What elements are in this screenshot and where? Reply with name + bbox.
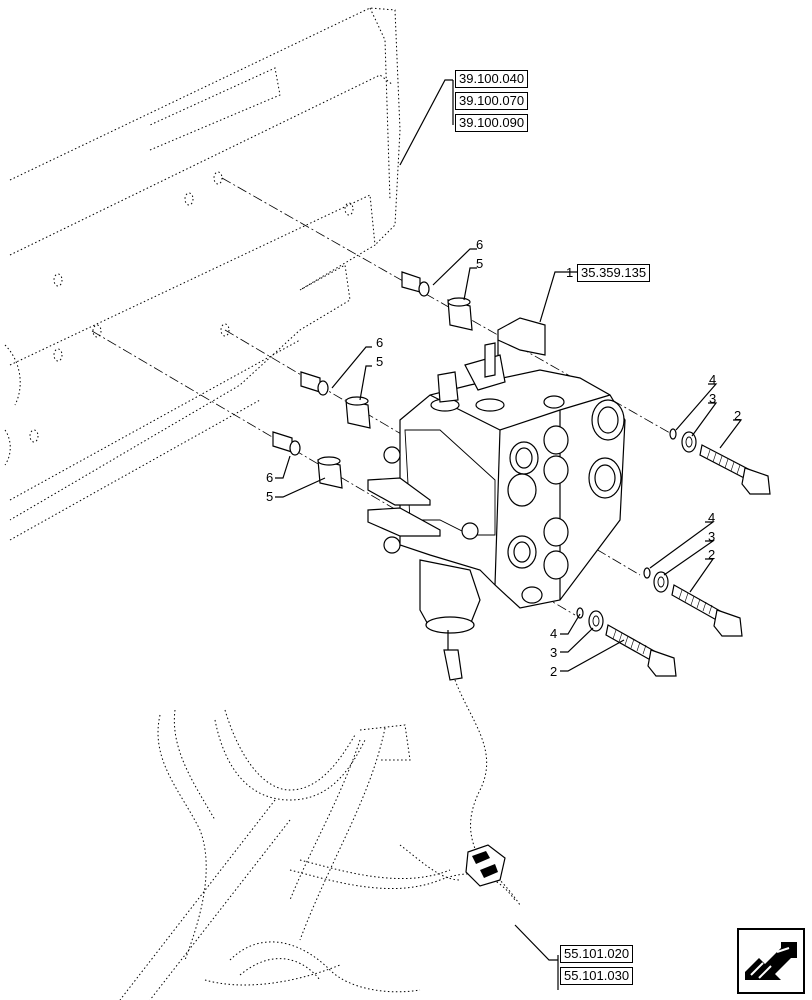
control-valve — [367, 317, 626, 681]
frame-ref-1[interactable]: 39.100.040 — [455, 70, 529, 88]
leader-lines — [275, 79, 743, 990]
callout-bolt-low: 2 — [550, 664, 558, 679]
next-page-arrow-graphic — [737, 928, 805, 994]
callout-oring-upper: 4 — [709, 372, 717, 387]
callout-spacer-top: 5 — [476, 256, 484, 271]
valve-ref[interactable]: 35.359.135 — [577, 264, 651, 282]
harness-ref-1[interactable]: 55.101.020 — [560, 945, 634, 963]
callout-bolt-mid: 2 — [708, 547, 716, 562]
next-page-arrow-icon[interactable] — [737, 928, 805, 994]
callout-item-1: 1 — [566, 265, 574, 280]
callout-washer-low: 3 — [550, 645, 558, 660]
harness-connector — [465, 844, 506, 887]
callout-oring-mid: 4 — [708, 510, 716, 525]
wiring-harness — [119, 679, 521, 1000]
bolts-washers-orings — [576, 428, 771, 677]
callout-sleeve-mid: 6 — [376, 335, 384, 350]
callout-washer-upper: 3 — [709, 391, 717, 406]
spacers-and-sleeves — [272, 271, 473, 489]
callout-washer-mid: 3 — [708, 529, 716, 544]
callout-bolt-upper: 2 — [734, 408, 742, 423]
callout-spacer-low: 5 — [266, 489, 274, 504]
frame-ref-2[interactable]: 39.100.070 — [455, 92, 529, 110]
callout-sleeve-top: 6 — [476, 237, 484, 252]
frame-outline — [4, 7, 401, 541]
callout-sleeve-low: 6 — [266, 470, 274, 485]
callout-spacer-mid: 5 — [376, 354, 384, 369]
callout-oring-low: 4 — [550, 626, 558, 641]
frame-ref-3[interactable]: 39.100.090 — [455, 114, 529, 132]
harness-ref-2[interactable]: 55.101.030 — [560, 967, 634, 985]
